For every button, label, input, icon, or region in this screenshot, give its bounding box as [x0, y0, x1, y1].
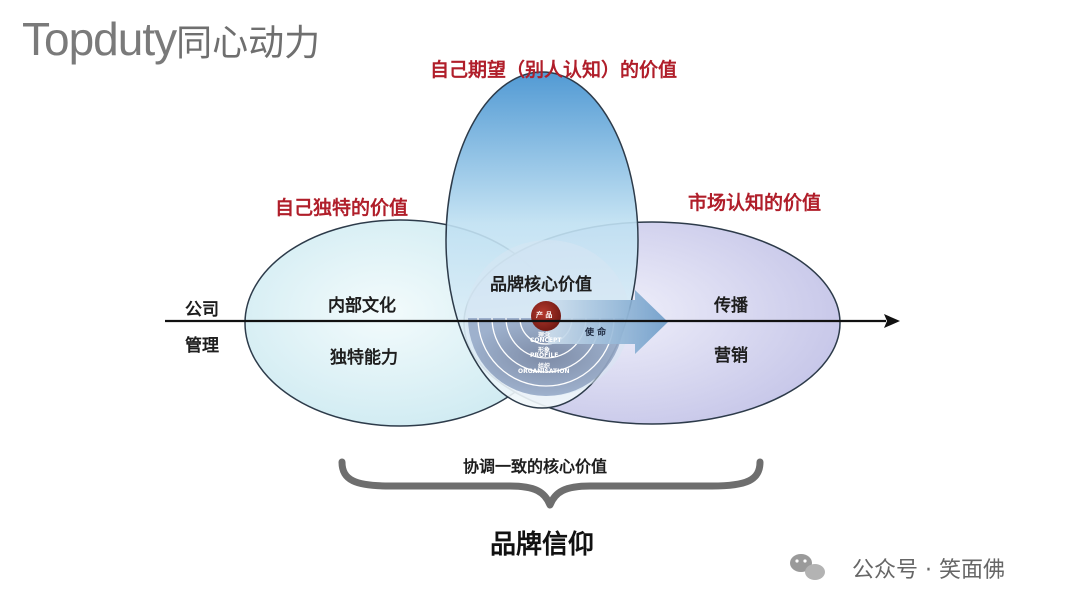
- axis-label-management: 管理: [185, 336, 219, 356]
- left-ellipse-title: 自己独特的价值: [275, 197, 409, 219]
- product-label: 产 品: [536, 311, 553, 319]
- center-label-core-value: 品牌核心价值: [490, 275, 592, 295]
- right-ellipse-title: 市场认知的价值: [688, 192, 822, 214]
- org-en-label: ORGANISATION: [518, 368, 570, 375]
- bottom-title: 品牌信仰: [490, 530, 595, 560]
- axis-label-company: 公司: [185, 300, 219, 320]
- topduty-logo: Topduty同心动力: [22, 12, 320, 66]
- wechat-icon: [790, 554, 825, 580]
- right-inner-label-marketing: 营销: [714, 346, 748, 366]
- logo-text: Topduty: [22, 13, 177, 65]
- concept-cn-label: 理念: [538, 332, 551, 339]
- mission-label: 使 命: [585, 328, 607, 338]
- org-cn-label: 组织: [538, 363, 551, 370]
- profile-cn-label: 形象: [538, 347, 551, 354]
- curly-brace: [338, 458, 764, 509]
- left-inner-label-capability: 独特能力: [330, 348, 398, 368]
- logo-cn-text: 同心动力: [176, 23, 321, 64]
- right-inner-label-communication: 传播: [714, 296, 748, 316]
- left-inner-label-culture: 内部文化: [328, 296, 396, 316]
- profile-en-label: PROFILE: [530, 352, 559, 359]
- axis-arrowhead: [884, 314, 900, 328]
- product-core-circle: [531, 301, 561, 331]
- concept-en-label: CONCEPT: [530, 337, 562, 344]
- brace-label: 协调一致的核心价值: [463, 457, 608, 476]
- top-ellipse-title: 自己期望（别人认知）的价值: [430, 59, 678, 81]
- watermark-text: 公众号 · 笑面佛: [852, 558, 1005, 583]
